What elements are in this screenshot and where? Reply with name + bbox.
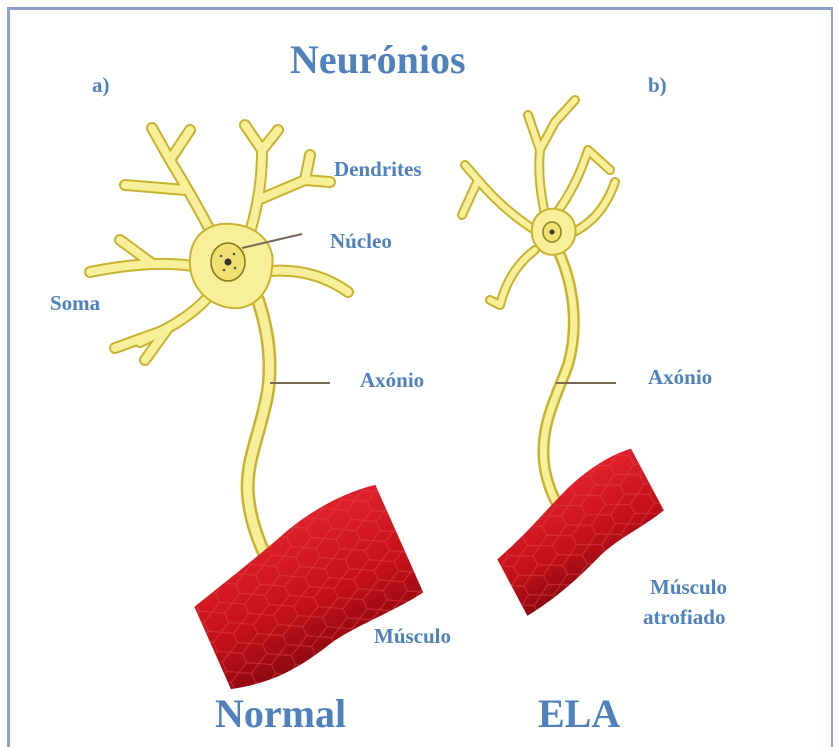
als-muscle <box>480 447 678 616</box>
page-title: Neurónios <box>290 38 466 82</box>
als-neuron <box>462 100 677 616</box>
label-normal-muscle: Músculo <box>374 625 451 648</box>
panel-a-letter: a) <box>92 74 110 97</box>
normal-neuron <box>90 125 430 696</box>
label-als-muscle-line2: atrofiado <box>643 606 725 629</box>
panel-b-letter: b) <box>648 74 667 97</box>
label-als-axon: Axónio <box>648 366 712 389</box>
label-nucleus: Núcleo <box>330 230 392 253</box>
label-soma: Soma <box>50 292 100 315</box>
als-dendrites <box>462 100 615 305</box>
normal-muscle <box>178 482 431 696</box>
caption-als: ELA <box>538 692 620 736</box>
label-normal-axon: Axónio <box>360 369 424 392</box>
label-als-muscle-line1: Músculo <box>650 576 727 599</box>
label-dendrites: Dendrites <box>334 158 422 181</box>
caption-normal: Normal <box>215 692 346 736</box>
